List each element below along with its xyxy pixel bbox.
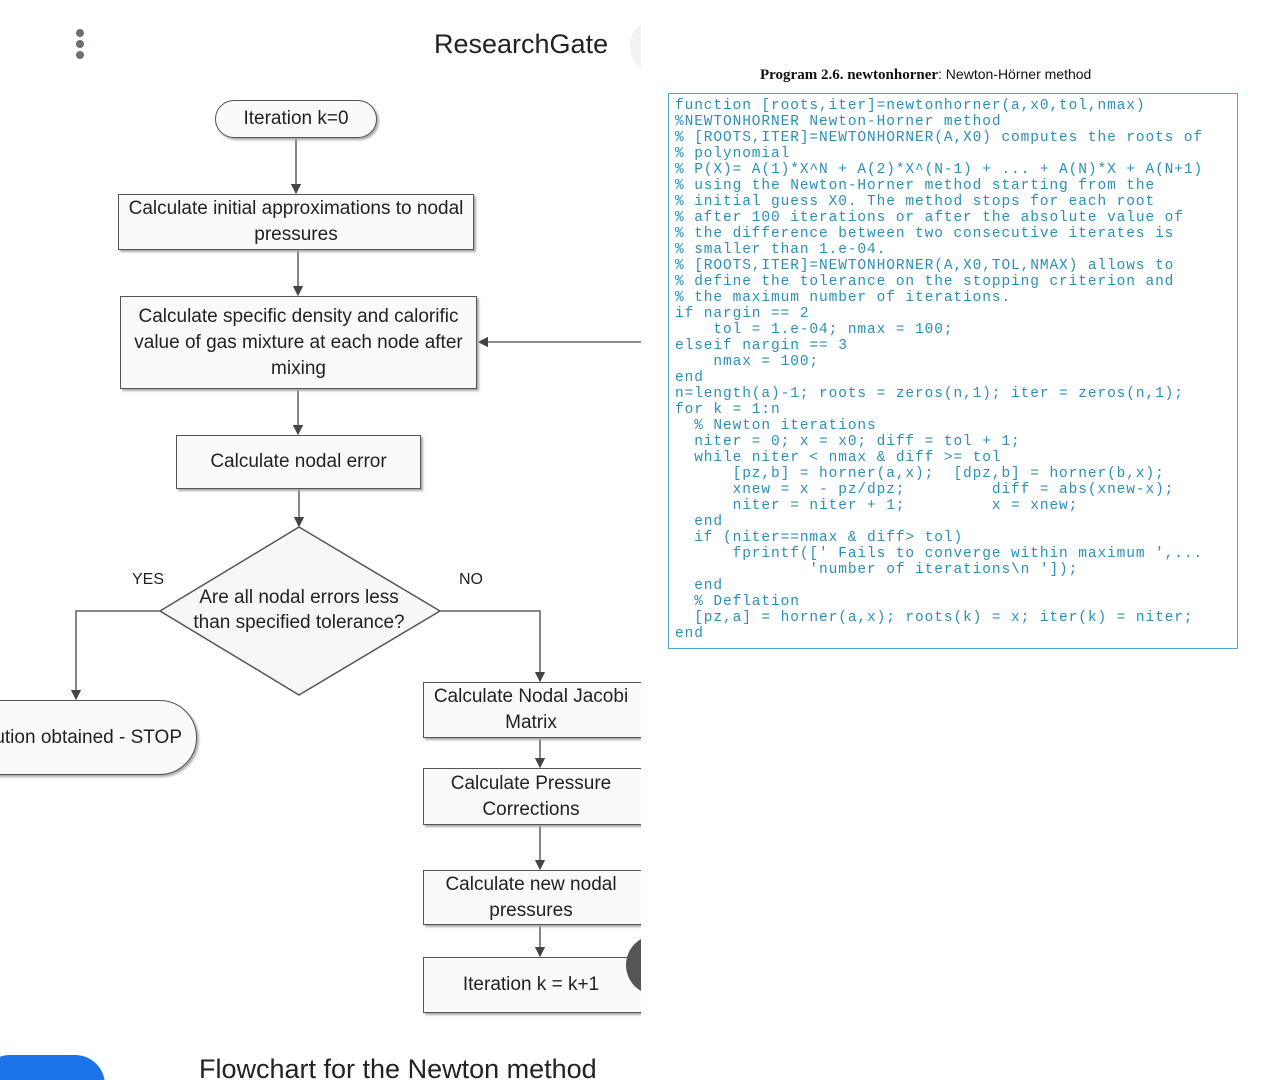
code-line: % the difference between two consecutive… <box>675 226 1175 242</box>
primary-button[interactable] <box>0 1055 105 1080</box>
code-listing: function [roots,iter]=newtonhorner(a,x0,… <box>668 93 1238 649</box>
code-line: % [ROOTS,ITER]=NEWTONHORNER(A,X0) comput… <box>675 130 1204 146</box>
code-line: if (niter==nmax & diff> tol) <box>675 530 964 546</box>
code-line: % define the tolerance on the stopping c… <box>675 274 1175 290</box>
step-new-pressures: Calculate new nodal pressures <box>423 870 641 925</box>
code-line: % using the Newton-Horner method startin… <box>675 178 1156 194</box>
code-line: % after 100 iterations or after the abso… <box>675 210 1184 226</box>
decision-diamond <box>158 526 442 696</box>
code-line: % initial guess X0. The method stops for… <box>675 194 1156 210</box>
code-line: % Newton iterations <box>675 418 877 434</box>
code-line: [pz,b] = horner(a,x); [dpz,b] = horner(b… <box>675 466 1165 482</box>
code-line: %NEWTONHORNER Newton-Horner method <box>675 114 1002 130</box>
code-line: % P(X)= A(1)*X^N + A(2)*X^(N-1) + ... + … <box>675 162 1204 178</box>
code-line: xnew = x - pz/dpz; diff = abs(xnew-x); <box>675 482 1175 498</box>
code-line: end <box>675 514 724 530</box>
program-name: newtonhorner <box>847 67 939 83</box>
step-density: Calculate specific density and calorific… <box>120 296 477 389</box>
code-line: elseif nargin == 3 <box>675 338 848 354</box>
stop-node: Solution obtained - STOP <box>0 700 197 775</box>
step-pressure-corrections: Calculate Pressure Corrections <box>423 768 641 825</box>
code-line: end <box>675 626 704 642</box>
code-line: function [roots,iter]=newtonhorner(a,x0,… <box>675 98 1146 114</box>
kebab-menu-icon[interactable] <box>74 29 86 61</box>
step-initial-approx: Calculate initial approximations to noda… <box>118 194 474 250</box>
code-line: % Deflation <box>675 594 800 610</box>
code-line: % polynomial <box>675 146 791 162</box>
code-line: 'number of iterations\n ']); <box>675 562 1079 578</box>
code-line: n=length(a)-1; roots = zeros(n,1); iter … <box>675 386 1184 402</box>
researchgate-viewer: ResearchGate Iteration k=0 Calculate ini… <box>0 18 641 1080</box>
code-line: nmax = 100; <box>675 354 820 370</box>
code-line: for k = 1:n <box>675 402 781 418</box>
code-line: end <box>675 370 704 386</box>
program-listing-panel: Program 2.6. newtonhorner: Newton-Hörner… <box>641 0 1282 1080</box>
code-line: niter = niter + 1; x = xnew; <box>675 498 1079 514</box>
program-title: Program 2.6. newtonhorner: Newton-Hörner… <box>760 66 1091 84</box>
no-label: NO <box>459 571 483 588</box>
program-label: Program 2.6. <box>760 67 844 83</box>
code-line: tol = 1.e-04; nmax = 100; <box>675 322 954 338</box>
step-jacobi: Calculate Nodal Jacobi Matrix <box>423 682 641 738</box>
yes-label: YES <box>132 571 165 588</box>
figure-caption: Flowchart for the Newton method <box>199 1054 597 1080</box>
code-line: [pz,a] = horner(a,x); roots(k) = x; iter… <box>675 610 1194 626</box>
start-node: Iteration k=0 <box>215 100 377 138</box>
avatar[interactable] <box>630 18 641 74</box>
code-line: fprintf([' Fails to converge within maxi… <box>675 546 1204 562</box>
code-line: niter = 0; x = x0; diff = tol + 1; <box>675 434 1021 450</box>
code-line: if nargin == 2 <box>675 306 810 322</box>
code-line: while niter < nmax & diff >= tol <box>675 450 1002 466</box>
code-line: % [ROOTS,ITER]=NEWTONHORNER(A,X0,TOL,NMA… <box>675 258 1175 274</box>
flowchart-connectors <box>70 138 641 958</box>
floating-action-button[interactable] <box>626 935 641 995</box>
decision-text: Are all nodal errors less than specified… <box>193 587 405 633</box>
code-line: % smaller than 1.e-04. <box>675 242 887 258</box>
code-line: end <box>675 578 724 594</box>
app-title: ResearchGate <box>434 29 609 59</box>
step-nodal-error: Calculate nodal error <box>176 435 421 489</box>
code-line: % the maximum number of iterations. <box>675 290 1012 306</box>
step-iteration-increment: Iteration k = k+1 <box>423 957 641 1013</box>
program-desc: : Newton-Hörner method <box>938 66 1092 82</box>
